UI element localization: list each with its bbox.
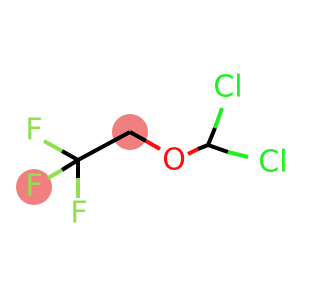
atom-cl2: Cl [258, 145, 287, 180]
background [0, 0, 300, 300]
bond-c-cl1 [206, 107, 224, 146]
atom-f1: F [25, 113, 42, 148]
highlight-fluorine-f2 [16, 169, 52, 205]
atom-f3: F [70, 196, 87, 231]
bond-o-c [187, 143, 209, 156]
bond-c-o [129, 130, 161, 151]
bond-c-cl2 [207, 143, 249, 159]
bond-c-f1 [43, 139, 79, 162]
atom-o: O [162, 143, 186, 178]
bond-c-c [77, 130, 131, 162]
bond-c-f2 [47, 158, 80, 180]
atom-f2: F [25, 169, 42, 204]
molecule-diagram: F F F O Cl Cl [0, 0, 300, 300]
atom-cl1: Cl [213, 70, 242, 105]
